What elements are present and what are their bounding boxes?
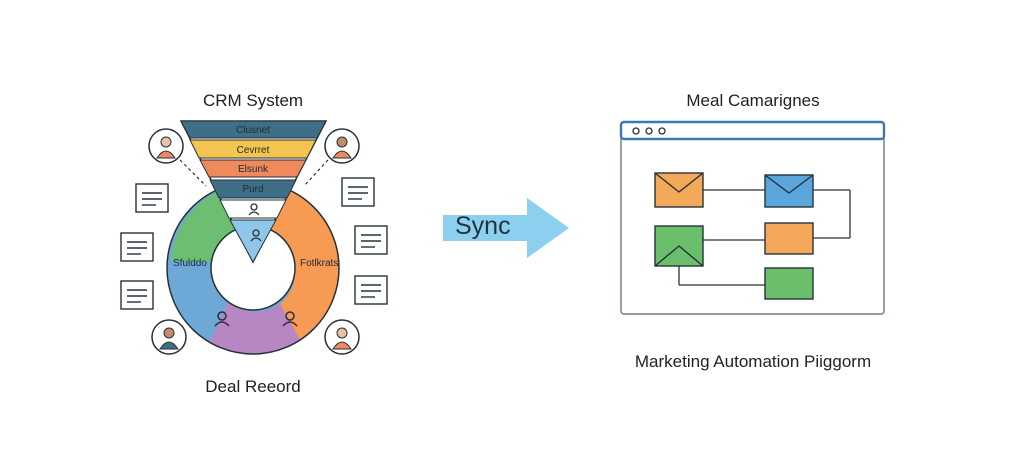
avatar-top-right	[324, 128, 360, 164]
funnel-stage-2: Cevrret	[237, 145, 270, 156]
document-icon	[354, 275, 388, 305]
avatar-top-left	[148, 128, 184, 164]
window-dots-icon	[632, 127, 666, 135]
person-icon	[248, 203, 260, 216]
sync-label: Sync	[455, 212, 511, 240]
funnel-stage-4: Purd	[242, 184, 263, 195]
marketing-window	[619, 120, 886, 315]
document-icon	[120, 280, 154, 310]
person-icon	[214, 311, 230, 327]
envelope-icon	[654, 172, 704, 208]
avatar-bottom-right	[324, 319, 360, 355]
envelope-icon	[764, 174, 814, 208]
ring-purple-segment	[210, 302, 300, 354]
person-icon	[250, 229, 262, 242]
crm-funnel: Clusnet Cevrret Elsunk Purd	[179, 120, 328, 264]
marketing-platform-label: Marketing Automation Piiggorm	[634, 352, 872, 371]
avatar-bottom-left	[151, 319, 187, 355]
dashed-connectors	[179, 159, 329, 187]
ring-center	[211, 226, 295, 310]
funnel-stage-3: Elsunk	[238, 164, 269, 175]
workflow-step-orange	[764, 222, 814, 255]
email-campaigns-title: Meal Camarignes	[686, 91, 820, 110]
document-icon	[135, 183, 169, 213]
document-icon	[354, 225, 388, 255]
document-icon	[341, 177, 375, 207]
arrow-right-icon	[443, 198, 569, 258]
deal-record-label: Deal Reeord	[205, 377, 301, 396]
envelope-icon	[654, 225, 704, 267]
ring-left-label: Sfulddo	[173, 258, 207, 269]
window-titlebar	[619, 120, 886, 141]
ring-right-label: Fotlkrats	[300, 258, 338, 269]
workflow-step-green	[764, 267, 814, 300]
crm-system-title: CRM System	[202, 91, 304, 110]
funnel-stage-1: Clusnet	[236, 125, 270, 136]
person-icon	[282, 311, 298, 327]
document-icon	[120, 232, 154, 262]
workflow-connectors	[678, 189, 851, 286]
